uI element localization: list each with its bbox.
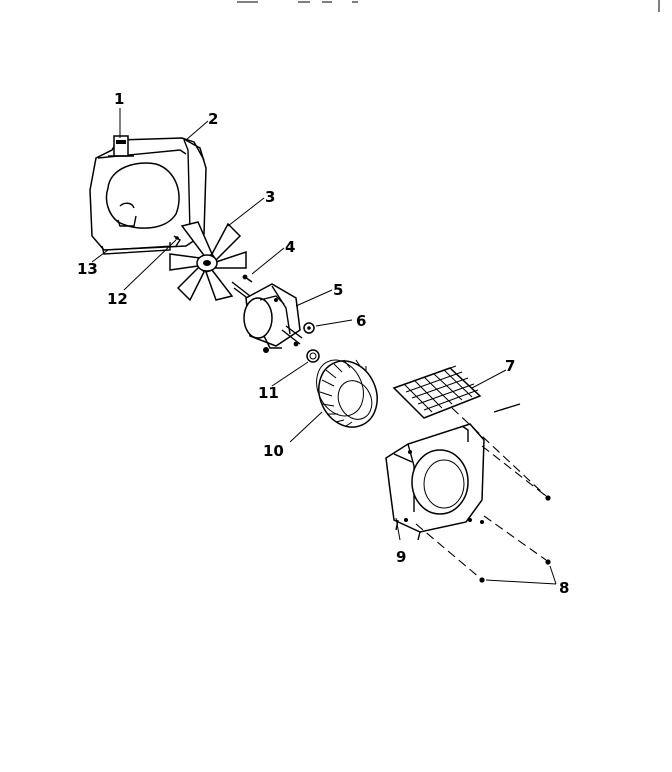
washer (303, 322, 315, 334)
callout-10: 10 (263, 442, 284, 460)
blower-wheel (316, 359, 378, 428)
hex-nut (306, 349, 320, 363)
motor-mount-bracket (108, 135, 134, 157)
callout-6: 6 (356, 312, 366, 330)
filter-grille (392, 365, 521, 419)
callout-4: 4 (285, 238, 295, 256)
top-edge-fragments (237, 0, 660, 12)
callout-1: 1 (114, 90, 124, 108)
callout-5: 5 (333, 281, 343, 299)
callout-2: 2 (208, 110, 218, 128)
callout-11: 11 (258, 384, 279, 402)
callout-9: 9 (396, 548, 406, 566)
fan-blade (169, 221, 247, 302)
blower-housing (385, 423, 485, 541)
callout-13: 13 (77, 260, 98, 278)
fan-motor (231, 281, 303, 353)
leader-lines (91, 108, 557, 585)
fan-clip (173, 235, 181, 247)
screw (242, 274, 253, 283)
callout-7: 7 (505, 357, 515, 375)
callout-12: 12 (107, 290, 128, 308)
alignment-lines (415, 407, 547, 579)
fan-shroud-housing (89, 137, 207, 255)
callout-8: 8 (559, 579, 569, 597)
mounting-screws (479, 495, 551, 583)
callout-3: 3 (265, 188, 275, 206)
